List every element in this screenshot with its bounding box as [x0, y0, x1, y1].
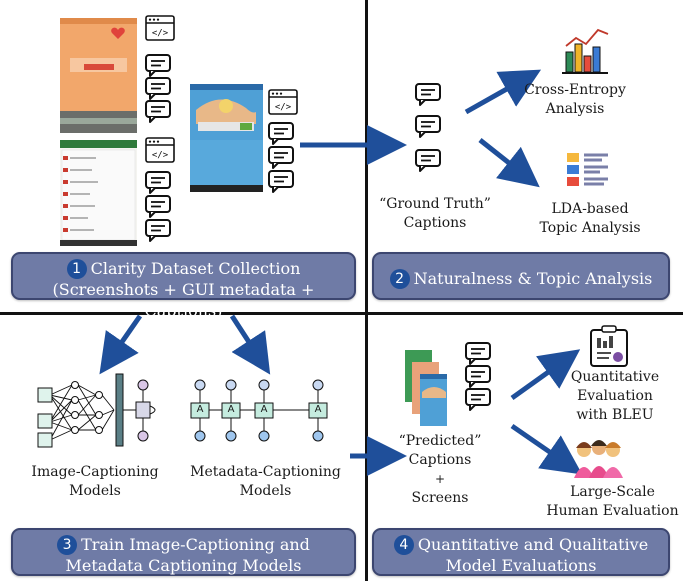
metadata-models-line1: Metadata-Captioning: [190, 464, 341, 480]
human-line2: Human Evaluation: [546, 503, 679, 519]
rnn-cell-label: A: [227, 404, 235, 415]
arrow-to-metadata-models: [229, 314, 271, 375]
chat-icon: [145, 77, 171, 100]
predicted-label: “Predicted” Captions + Screens: [385, 432, 495, 508]
bleu-label: Quantitative Evaluation with BLEU: [560, 368, 670, 425]
metadata-models-line2: Models: [239, 483, 292, 499]
chat-icon: [145, 100, 171, 123]
ground-truth-line2: Captions: [403, 215, 467, 231]
bar-chart-icon: [562, 28, 609, 74]
stacked-screens-icon: [405, 350, 447, 426]
code-icon: [268, 89, 298, 115]
chat-icon: [415, 83, 441, 106]
clipboard-chart-icon: [590, 325, 628, 367]
human-eval-label: Large-Scale Human Evaluation: [545, 483, 680, 521]
chat-icon: [268, 146, 294, 169]
chat-icon: [145, 195, 171, 218]
lda-label: LDA-based Topic Analysis: [520, 200, 660, 238]
step-number-badge: 4: [393, 535, 414, 555]
chat-icon: [415, 149, 441, 172]
predicted-line2: Captions: [408, 452, 472, 468]
ground-truth-label: “Ground Truth” Captions: [370, 195, 500, 233]
step-number-badge: 1: [66, 259, 87, 279]
arrow-to-bleu: [510, 349, 581, 401]
chat-icon: [145, 219, 171, 242]
step4-title-line2: Model Evaluations: [445, 556, 597, 575]
ground-truth-line1: “Ground Truth”: [379, 196, 491, 212]
rnn-cell-label: A: [314, 404, 322, 415]
rnn-network-icon: [190, 379, 328, 442]
bleu-line2: Evaluation: [577, 388, 653, 404]
arrow-to-lda: [478, 138, 540, 188]
vertical-divider: [365, 0, 368, 581]
metadata-models-label: Metadata-Captioning Models: [178, 463, 353, 501]
lda-line2: Topic Analysis: [539, 220, 641, 236]
horizontal-divider: [0, 312, 683, 315]
chat-icon: [145, 54, 171, 77]
rnn-cell-label: A: [260, 404, 268, 415]
image-models-label: Image-Captioning Models: [20, 463, 170, 501]
image-models-line2: Models: [69, 483, 121, 499]
screenshot-list-app: [60, 140, 137, 246]
chat-icon: [268, 122, 294, 145]
screens-label: Screens: [411, 490, 469, 506]
bleu-line3: with BLEU: [576, 407, 654, 423]
chat-icon: [145, 171, 171, 194]
people-group-icon: [574, 440, 623, 478]
cnn-network-icon: [37, 373, 156, 448]
step2-title: Naturalness & Topic Analysis: [413, 269, 653, 288]
arrow-to-human-eval: [510, 423, 583, 475]
step3-title-line2: Metadata Captioning Models: [65, 556, 302, 575]
code-icon: [145, 137, 175, 163]
cross-entropy-line2: Analysis: [545, 101, 605, 117]
bleu-line1: Quantitative: [570, 369, 660, 385]
chat-icon: [465, 388, 491, 411]
chat-icon: [268, 170, 294, 193]
arrow-to-image-models: [99, 314, 143, 375]
cross-entropy-line1: Cross-Entropy: [524, 82, 626, 98]
step3-title: Train Image-Captioning and: [81, 535, 310, 554]
step-number-badge: 2: [389, 269, 410, 289]
topic-list-icon: [567, 153, 608, 186]
step1-title-line2: (Screenshots + GUI metadata + Captions): [52, 280, 315, 320]
chat-icon: [465, 365, 491, 388]
arrow-to-cross-entropy: [464, 69, 542, 115]
step1-title: Clarity Dataset Collection: [90, 259, 301, 278]
chat-icon: [465, 342, 491, 365]
screenshot-game-app: [190, 84, 263, 192]
cross-entropy-label: Cross-Entropy Analysis: [505, 81, 645, 119]
chat-icon: [415, 115, 441, 138]
predicted-line1: “Predicted”: [398, 433, 482, 449]
plus-sign: +: [434, 472, 446, 486]
rnn-cell-label: A: [196, 404, 204, 415]
step-number-badge: 3: [57, 535, 78, 555]
image-models-line1: Image-Captioning: [31, 464, 159, 480]
human-line1: Large-Scale: [570, 484, 655, 500]
lda-line1: LDA-based: [551, 201, 629, 217]
code-icon: [145, 15, 175, 41]
step4-title: Quantitative and Qualitative: [417, 535, 649, 554]
screenshot-orange-app: [60, 18, 137, 133]
